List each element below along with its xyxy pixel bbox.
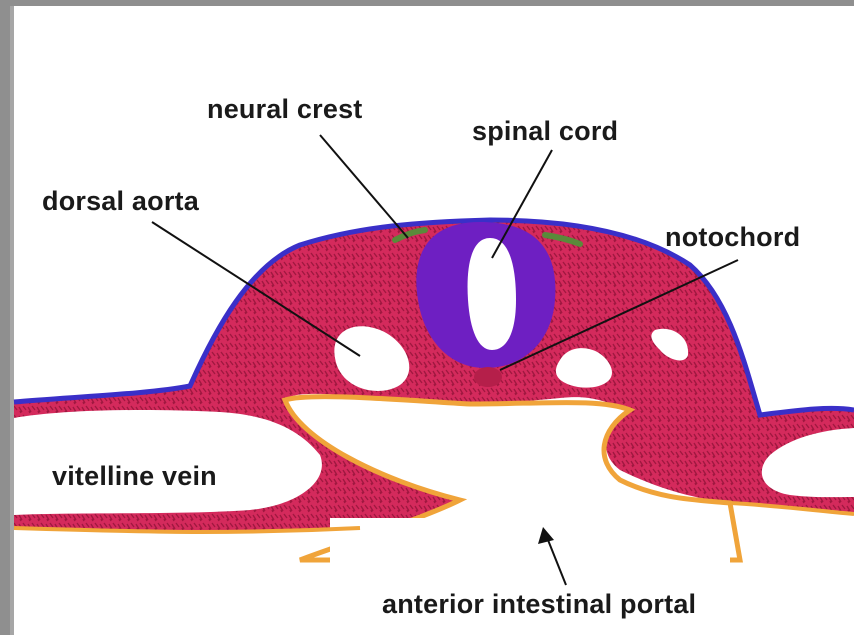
label-notochord: notochord bbox=[665, 222, 800, 253]
label-spinal-cord: spinal cord bbox=[472, 116, 618, 147]
label-vitelline-vein: vitelline vein bbox=[52, 461, 217, 492]
label-anterior-intestinal-portal: anterior intestinal portal bbox=[382, 589, 696, 620]
notochord-shape bbox=[474, 367, 502, 387]
label-dorsal-aorta: dorsal aorta bbox=[42, 186, 199, 217]
neural-canal bbox=[468, 238, 516, 350]
leader-neural-crest bbox=[320, 135, 408, 238]
label-neural-crest: neural crest bbox=[207, 94, 362, 125]
